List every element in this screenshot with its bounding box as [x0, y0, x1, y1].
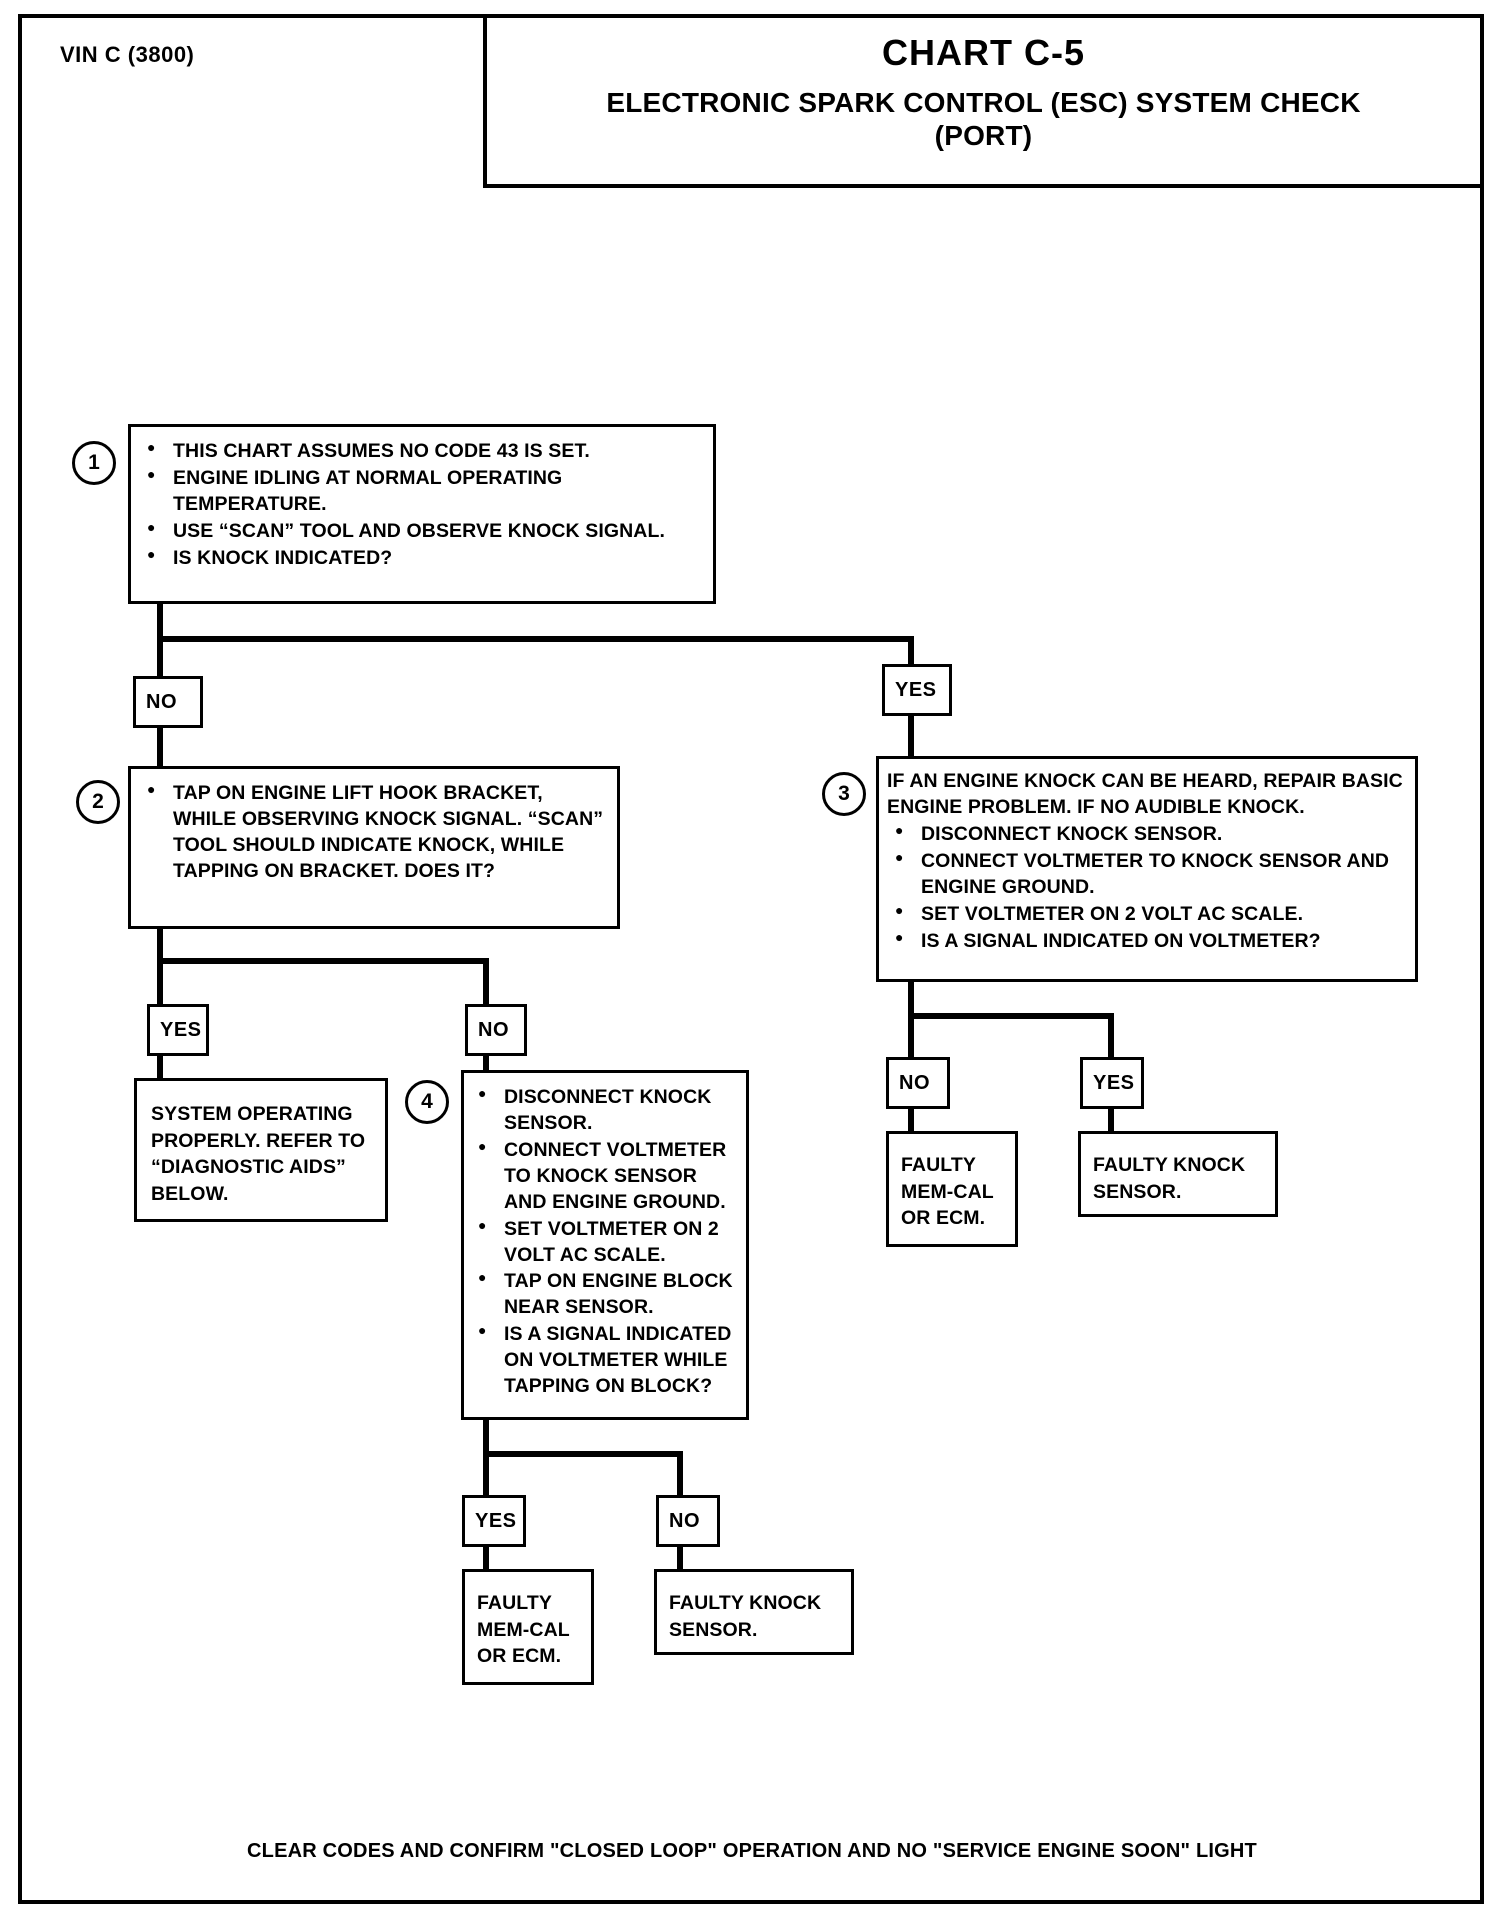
- page-border: [18, 14, 1484, 1904]
- step-1-bullet-2: ENGINE IDLING AT NORMAL OPERATING TEMPER…: [139, 465, 703, 518]
- terminal-step4-yes-text: FAULTY MEM-CAL OR ECM.: [477, 1592, 570, 1668]
- connector-step3-yes-down: [1108, 1013, 1114, 1059]
- step-3-bullet-2: CONNECT VOLTMETER TO KNOCK SENSOR AND EN…: [887, 848, 1405, 901]
- connector-step2-no-to-step4: [483, 1056, 489, 1080]
- step-3-bullet-3: SET VOLTMETER ON 2 VOLT AC SCALE.: [887, 901, 1405, 928]
- terminal-step3-no-text: FAULTY MEM-CAL OR ECM.: [901, 1154, 994, 1230]
- step-1-bullet-3: USE “SCAN” TOOL AND OBSERVE KNOCK SIGNAL…: [139, 518, 703, 545]
- step-number-2-label: 2: [92, 790, 104, 813]
- chart-title-line2: (PORT): [934, 119, 1033, 151]
- chart-number: CHART C-5: [882, 32, 1085, 73]
- terminal-step4-no-text: FAULTY KNOCK SENSOR.: [669, 1592, 822, 1641]
- connector-step2-yes-to-result: [157, 1056, 163, 1080]
- terminal-step4-yes: FAULTY MEM-CAL OR ECM.: [462, 1569, 594, 1685]
- step-number-4-label: 4: [421, 1090, 433, 1113]
- step-3-box: IF AN ENGINE KNOCK CAN BE HEARD, REPAIR …: [876, 756, 1418, 982]
- terminal-system-ok-text: SYSTEM OPERATING PROPERLY. REFER TO “DIA…: [151, 1103, 366, 1206]
- step-4-box: DISCONNECT KNOCK SENSOR. CONNECT VOLTMET…: [461, 1070, 749, 1420]
- branch-step1-no[interactable]: NO: [133, 676, 203, 728]
- connector-step3-yes-to-result: [1108, 1109, 1114, 1133]
- terminal-step4-no: FAULTY KNOCK SENSOR.: [654, 1569, 854, 1655]
- step-number-3: 3: [822, 772, 866, 816]
- step-4-bullet-5: IS A SIGNAL INDICATED ON VOLTMETER WHILE…: [470, 1321, 738, 1400]
- connector-step3-no-to-result: [908, 1109, 914, 1133]
- step-2-box: TAP ON ENGINE LIFT HOOK BRACKET, WHILE O…: [128, 766, 620, 929]
- connector-step4-yes-down: [483, 1451, 489, 1497]
- chart-title-line1: ELECTRONIC SPARK CONTROL (ESC) SYSTEM CH…: [606, 86, 1361, 118]
- connector-step3-split: [908, 1013, 1114, 1019]
- connector-no-to-step2: [157, 728, 163, 770]
- branch-step3-yes[interactable]: YES: [1080, 1057, 1144, 1109]
- connector-step1-down: [157, 604, 163, 640]
- vin-cell: VIN C (3800): [22, 18, 487, 188]
- connector-step4-down: [483, 1420, 489, 1454]
- connector-step2-no-down: [483, 958, 489, 1006]
- connector-step1-yes-down: [908, 636, 914, 666]
- step-1-bullet-4: IS KNOCK INDICATED?: [139, 545, 703, 572]
- branch-step1-yes[interactable]: YES: [882, 664, 952, 716]
- terminal-step3-no: FAULTY MEM-CAL OR ECM.: [886, 1131, 1018, 1247]
- connector-step1-no-down: [157, 636, 163, 678]
- step-2-bullet-1: TAP ON ENGINE LIFT HOOK BRACKET, WHILE O…: [139, 780, 605, 885]
- step-3-intro: IF AN ENGINE KNOCK CAN BE HEARD, REPAIR …: [887, 770, 1403, 818]
- connector-step3-no-down: [908, 1013, 914, 1059]
- step-4-bullet-1: DISCONNECT KNOCK SENSOR.: [470, 1084, 738, 1137]
- step-number-1: 1: [72, 441, 116, 485]
- connector-step1-split: [157, 636, 914, 642]
- connector-step2-down: [157, 929, 163, 961]
- step-number-3-label: 3: [838, 782, 850, 805]
- step-number-2: 2: [76, 780, 120, 824]
- branch-step4-yes[interactable]: YES: [462, 1495, 526, 1547]
- branch-step3-no[interactable]: NO: [886, 1057, 950, 1109]
- branch-step2-no[interactable]: NO: [465, 1004, 527, 1056]
- connector-step3-down: [908, 982, 914, 1016]
- step-1-bullet-1: THIS CHART ASSUMES NO CODE 43 IS SET.: [139, 438, 703, 465]
- terminal-step3-yes: FAULTY KNOCK SENSOR.: [1078, 1131, 1278, 1217]
- chart-header: VIN C (3800) CHART C-5 ELECTRONIC SPARK …: [22, 18, 1480, 188]
- step-4-bullet-2: CONNECT VOLTMETER TO KNOCK SENSOR AND EN…: [470, 1137, 738, 1216]
- step-1-box: THIS CHART ASSUMES NO CODE 43 IS SET. EN…: [128, 424, 716, 604]
- branch-step2-yes[interactable]: YES: [147, 1004, 209, 1056]
- terminal-system-ok: SYSTEM OPERATING PROPERLY. REFER TO “DIA…: [134, 1078, 388, 1222]
- step-4-bullet-3: SET VOLTMETER ON 2 VOLT AC SCALE.: [470, 1216, 738, 1269]
- vin-label: VIN C (3800): [60, 42, 195, 67]
- terminal-step3-yes-text: FAULTY KNOCK SENSOR.: [1093, 1154, 1246, 1203]
- step-number-4: 4: [405, 1080, 449, 1124]
- connector-step4-split: [483, 1451, 683, 1457]
- connector-step4-no-down: [677, 1451, 683, 1497]
- branch-step4-no[interactable]: NO: [656, 1495, 720, 1547]
- connector-step2-yes-down: [157, 958, 163, 1006]
- connector-step4-yes-to-result: [483, 1547, 489, 1571]
- step-3-bullet-4: IS A SIGNAL INDICATED ON VOLTMETER?: [887, 928, 1405, 955]
- connector-step2-split: [157, 958, 489, 964]
- step-3-bullet-1: DISCONNECT KNOCK SENSOR.: [887, 821, 1405, 848]
- chart-title-cell: CHART C-5 ELECTRONIC SPARK CONTROL (ESC)…: [487, 18, 1480, 188]
- connector-step4-no-to-result: [677, 1547, 683, 1571]
- connector-yes-to-step3: [908, 716, 914, 756]
- footer-note: CLEAR CODES AND CONFIRM "CLOSED LOOP" OP…: [247, 1840, 1257, 1862]
- step-4-bullet-4: TAP ON ENGINE BLOCK NEAR SENSOR.: [470, 1268, 738, 1321]
